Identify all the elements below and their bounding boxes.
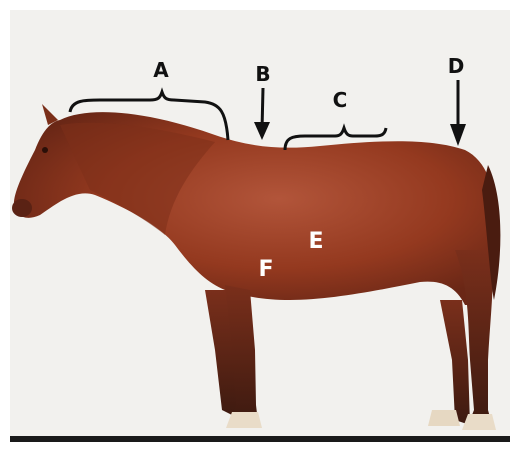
ground-strip [10, 436, 510, 442]
hind-hoof-far [428, 410, 460, 426]
arrow-b-head [254, 122, 270, 140]
label-c: C [328, 90, 352, 110]
label-a: A [149, 60, 173, 80]
label-e: E [304, 232, 328, 252]
hind-hoof [462, 414, 496, 430]
arrow-d-head [450, 124, 466, 146]
label-d: D [444, 56, 468, 76]
label-f: F [254, 260, 278, 280]
label-b: B [251, 64, 275, 84]
horse-eye [42, 147, 48, 153]
hind-leg-far [440, 300, 470, 425]
horse-muzzle [12, 199, 32, 217]
front-hoof [226, 412, 262, 428]
